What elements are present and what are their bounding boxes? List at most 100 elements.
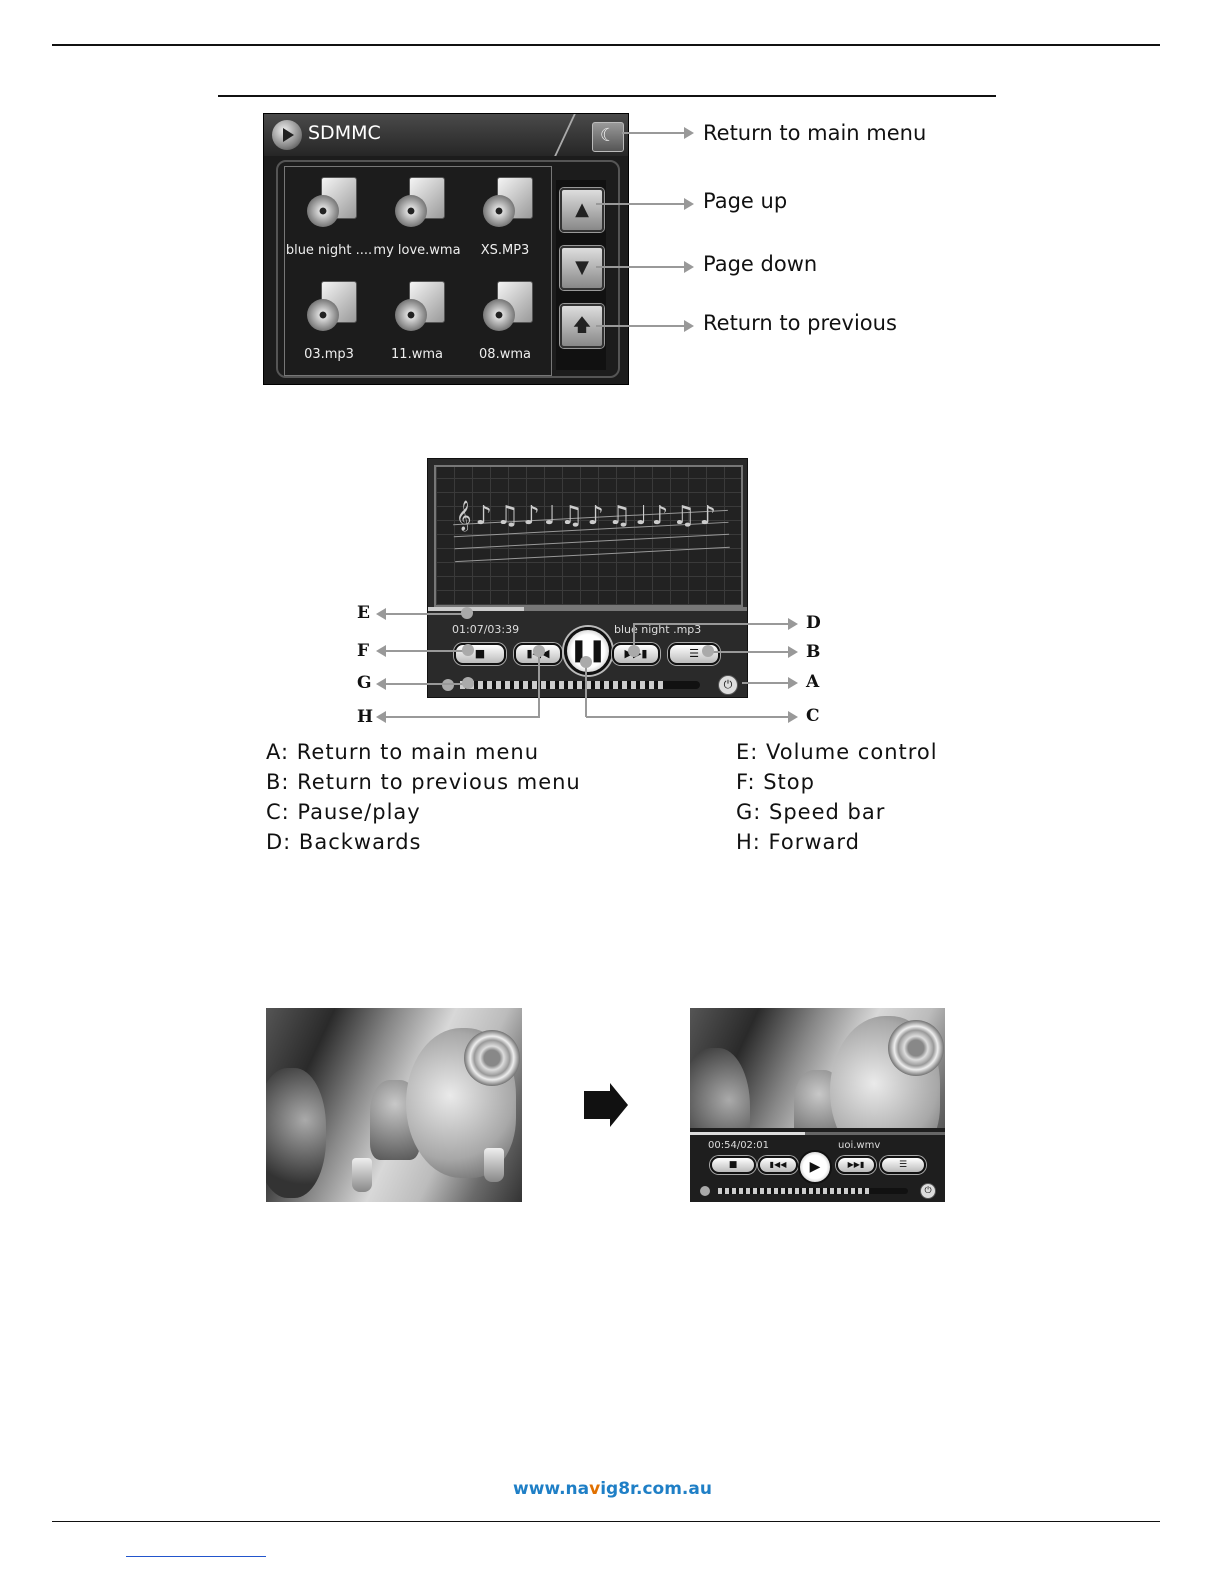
- legend-f: F: Stop: [736, 770, 815, 794]
- url-highlight: v: [589, 1479, 601, 1499]
- label-f: F: [357, 641, 370, 661]
- return-previous-icon: 🡅: [572, 315, 592, 336]
- callout-arrow: [376, 711, 540, 723]
- video-progress-fill: [690, 1132, 805, 1135]
- header-rule: [52, 44, 1160, 46]
- rewind-icon: ▮◀◀: [769, 1160, 787, 1169]
- video-progress-bar[interactable]: [690, 1132, 945, 1135]
- callout-dot: [461, 607, 473, 619]
- stop-icon: ■: [474, 647, 486, 660]
- file-item[interactable]: 08.wma: [461, 271, 549, 371]
- legend-g: G: Speed bar: [736, 800, 886, 824]
- legend-a: A: Return to main menu: [266, 740, 540, 764]
- file-browser-screen: SDMMC ☾ blue night .... my love.wma XS.M…: [263, 113, 629, 385]
- callout-dot: [628, 645, 640, 657]
- file-grid: blue night .... my love.wma XS.MP3 03.mp…: [284, 166, 552, 376]
- home-icon: ☾: [599, 125, 617, 146]
- arrow-down-icon: ▼: [575, 257, 589, 278]
- page-up-button[interactable]: ▲: [560, 188, 604, 232]
- callout-arrow: [634, 618, 798, 630]
- video-forward-button[interactable]: ▶▶▮: [836, 1156, 876, 1174]
- music-file-icon: [395, 281, 445, 331]
- file-item[interactable]: XS.MP3: [461, 167, 549, 267]
- video-frame-fullscreen[interactable]: [266, 1008, 522, 1202]
- callout-connector: [585, 660, 587, 717]
- video-menu-button[interactable]: ☰: [880, 1156, 926, 1174]
- website-link[interactable]: www.navig8r.com.au: [0, 1479, 1225, 1499]
- video-figure: [352, 1158, 372, 1192]
- music-player-screen: 𝄞♪♫♪♩♫♪♫♩♪♫♪ 01:07/03:39 blue night .mp3…: [427, 458, 748, 698]
- volume-icon[interactable]: [700, 1186, 710, 1196]
- music-file-icon: [483, 177, 533, 227]
- video-stop-button[interactable]: ■: [710, 1156, 756, 1174]
- speed-bar[interactable]: [460, 681, 700, 689]
- video-figure: [888, 1020, 944, 1076]
- callout-arrow: [622, 127, 694, 139]
- callout-page-down: Page down: [703, 252, 818, 276]
- callout-arrow: [742, 677, 798, 689]
- video-play-button[interactable]: ▶: [798, 1150, 832, 1184]
- file-item[interactable]: 11.wma: [373, 271, 461, 371]
- list-icon: ☰: [689, 647, 699, 660]
- visualizer: 𝄞♪♫♪♩♫♪♫♩♪♫♪: [434, 465, 743, 607]
- file-item[interactable]: my love.wma: [373, 167, 461, 267]
- music-file-icon: [483, 281, 533, 331]
- video-time: 00:54/02:01: [708, 1140, 770, 1151]
- file-name: XS.MP3: [480, 243, 530, 258]
- track-time: 01:07/03:39: [452, 623, 520, 636]
- callout-dot: [462, 644, 474, 656]
- main-menu-power-button[interactable]: ⏻: [718, 675, 738, 695]
- file-item[interactable]: blue night ....: [285, 167, 373, 267]
- video-file-name: uoi.wmv: [838, 1140, 881, 1151]
- callout-dot: [533, 645, 545, 657]
- power-icon[interactable]: ⏻: [920, 1183, 936, 1199]
- music-notes-icon: 𝄞♪♫♪♩♫♪♫♩♪♫♪: [456, 501, 721, 531]
- legend-d: D: Backwards: [266, 830, 422, 854]
- music-file-icon: [307, 177, 357, 227]
- video-rewind-button[interactable]: ▮◀◀: [758, 1156, 798, 1174]
- callout-main-menu: Return to main menu: [703, 121, 927, 145]
- music-file-icon: [307, 281, 357, 331]
- main-menu-button[interactable]: ☾: [592, 122, 624, 152]
- callout-arrow: [586, 711, 798, 723]
- url-part: ig8r.com.au: [600, 1479, 712, 1499]
- callout-return-previous: Return to previous: [703, 311, 897, 335]
- browser-titlebar: SDMMC ☾: [264, 114, 628, 156]
- callout-arrow: [376, 678, 464, 690]
- legend-c: C: Pause/play: [266, 800, 421, 824]
- callout-page-up: Page up: [703, 189, 788, 213]
- callout-arrow: [596, 198, 694, 210]
- page-down-button[interactable]: ▼: [560, 246, 604, 290]
- play-icon: ▶: [809, 1159, 821, 1175]
- legend-b: B: Return to previous menu: [266, 770, 581, 794]
- callout-dot: [462, 677, 474, 689]
- file-name: 08.wma: [479, 347, 531, 362]
- file-item[interactable]: 03.mp3: [285, 271, 373, 371]
- track-progress-bar[interactable]: [428, 607, 747, 611]
- file-name: 03.mp3: [304, 347, 354, 362]
- arrow-up-icon: ▲: [575, 199, 589, 220]
- video-frame-with-controls: 00:54/02:01 uoi.wmv ■ ▮◀◀ ▶ ▶▶▮ ☰ ⏻: [690, 1008, 945, 1202]
- callout-arrow: [708, 646, 798, 658]
- callout-dot: [580, 656, 592, 668]
- file-name: 11.wma: [391, 347, 443, 362]
- callout-connector: [538, 652, 540, 718]
- callout-arrow: [596, 320, 694, 332]
- callout-connector: [633, 623, 635, 651]
- label-a: A: [806, 672, 820, 692]
- pause-play-button[interactable]: ❚❚: [564, 627, 612, 675]
- list-icon: ☰: [898, 1160, 908, 1170]
- label-d: D: [806, 613, 821, 633]
- label-e: E: [357, 603, 370, 623]
- callout-arrow: [596, 261, 694, 273]
- video-speed-bar[interactable]: [718, 1188, 908, 1194]
- volume-icon[interactable]: [442, 679, 454, 691]
- label-g: G: [357, 673, 372, 693]
- speed-bar-fill: [460, 681, 664, 689]
- video-figure: [484, 1148, 504, 1182]
- track-title: blue night .mp3: [614, 623, 702, 636]
- video-speed-fill: [718, 1188, 870, 1194]
- label-c: C: [806, 706, 820, 726]
- play-disc-icon: [272, 120, 302, 150]
- stop-icon: ■: [728, 1160, 738, 1170]
